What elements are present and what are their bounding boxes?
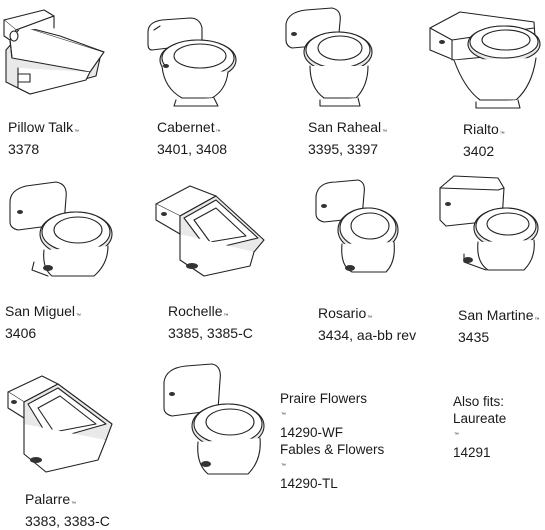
model-label-san-martine: San Martine™ 3435 [458, 307, 539, 346]
toilet-illustration-praire-flowers [158, 360, 268, 482]
model-name: San Raheal [308, 119, 382, 135]
model-number: 3435 [458, 329, 490, 345]
model-label-rialto: Rialto™ 3402 [463, 121, 505, 160]
model-label-cabernet: Cabernet™ 3401, 3408 [157, 119, 227, 158]
model-name: San Miguel [5, 303, 76, 319]
model-label-san-miguel: San Miguel™ 3406 [5, 303, 81, 342]
toilet-illustration-san-miguel [4, 176, 114, 284]
model-number: 3395, 3397 [308, 141, 379, 157]
toilet-illustration-san-raheal [280, 4, 380, 110]
model-number: 3401, 3408 [157, 141, 228, 157]
model-number: 3383, 3383-C [25, 513, 110, 529]
trademark-symbol: ™ [281, 463, 286, 469]
model-name: Rosario [318, 305, 367, 321]
trademark-symbol: ™ [499, 131, 505, 137]
model-name: Cabernet [157, 119, 215, 135]
trademark-symbol: ™ [71, 501, 77, 507]
trademark-symbol: ™ [215, 129, 221, 135]
model-name: Pillow Talk [8, 119, 74, 135]
model-number: 3402 [463, 143, 495, 159]
trademark-symbol: ™ [454, 432, 459, 438]
model-number: 3378 [8, 141, 40, 157]
toilet-illustration-palarre [2, 372, 116, 484]
model-label-palarre: Palarre™ 3383, 3383-C [25, 491, 110, 530]
model-name: Fables & Flowers [280, 442, 385, 457]
model-name: San Martine [458, 307, 534, 323]
model-label-pillow-talk: Pillow Talk™ 3378 [8, 119, 79, 158]
model-name: Rialto [463, 121, 499, 137]
toilet-illustration-pillow-talk [0, 6, 110, 95]
also-fits-note: Also fits: Laureate ™ 14291 [453, 393, 506, 461]
toilet-illustration-rialto [424, 2, 545, 110]
model-name: Rochelle [168, 303, 223, 319]
toilet-illustration-rochelle [150, 180, 268, 280]
model-label-rosario: Rosario™ 3434, aa-bb rev [318, 305, 416, 344]
toilet-illustration-san-martine [434, 170, 542, 278]
model-label-rochelle: Rochelle™ 3385, 3385-C [168, 303, 253, 342]
model-number: 14290-WF [280, 425, 344, 440]
also-fits-heading: Also fits: [453, 394, 505, 409]
trademark-symbol: ™ [223, 313, 229, 319]
model-name: Laureate [453, 411, 507, 426]
toilet-illustration-rosario [310, 176, 402, 280]
model-name: Palarre [25, 491, 71, 507]
model-number: 14290-TL [280, 476, 338, 491]
also-models-list: Praire Flowers ™ 14290-WF Fables & Flower… [280, 390, 384, 492]
model-number: 3434, aa-bb rev [318, 327, 417, 343]
model-number: 3406 [5, 325, 37, 341]
trademark-symbol: ™ [534, 317, 540, 323]
trademark-symbol: ™ [367, 315, 373, 321]
model-name: Praire Flowers [280, 391, 368, 406]
model-label-san-raheal: San Raheal™ 3395, 3397 [308, 119, 387, 158]
model-number: 14291 [453, 445, 491, 460]
model-number: 3385, 3385-C [168, 325, 253, 341]
toilet-illustration-cabernet [142, 10, 242, 108]
trademark-symbol: ™ [74, 129, 80, 135]
trademark-symbol: ™ [281, 412, 286, 418]
trademark-symbol: ™ [382, 129, 388, 135]
trademark-symbol: ™ [76, 313, 82, 319]
